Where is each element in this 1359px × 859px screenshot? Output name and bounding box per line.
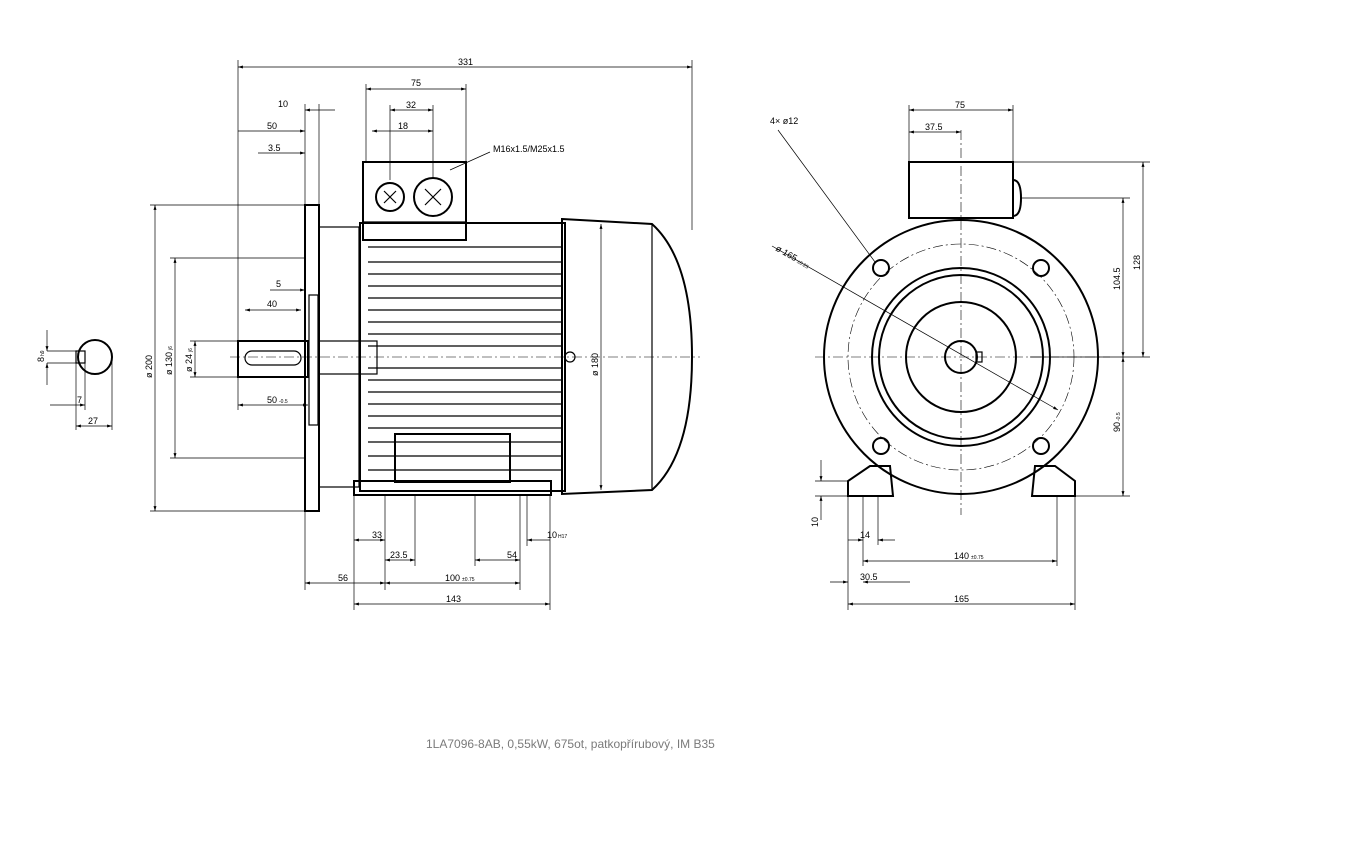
dim-spigot-dia: ø 130j6: [164, 346, 174, 375]
front-terminal-box: [908, 161, 1014, 219]
front-shaft: [944, 340, 978, 374]
dim-shaft-length: 50: [267, 121, 277, 131]
dim-foot-b2: 23.5: [390, 550, 408, 560]
dim-shaft-shoulder: 10: [278, 99, 288, 109]
dim-100: 100±0.75: [445, 573, 475, 583]
dim-pcd: ø 165±0.25: [774, 243, 812, 271]
dim-key-length: 40: [267, 299, 277, 309]
dim-foot-thickness: 10: [810, 517, 820, 527]
dim-height-axis: 104.5: [1112, 267, 1122, 290]
dim-shaft-height: 90-0.5: [1112, 412, 1122, 432]
dim-gland-spacing: 32: [406, 100, 416, 110]
drawing-caption: 1LA7096-8AB, 0,55kW, 675ot, patkopřírubo…: [426, 737, 715, 751]
fan-cover: [561, 217, 694, 496]
shaft: [237, 340, 309, 378]
dim-shaft-end: 50-0.5: [267, 395, 288, 405]
dim-spigot: 5: [276, 279, 281, 289]
bolt-holes-label: 4× ø12: [770, 116, 798, 126]
dim-frame-dia: ø 180: [590, 353, 600, 376]
dim-key-width: 8h9: [36, 350, 46, 362]
dim-143: 143: [446, 594, 461, 604]
dim-front-box-half: 37.5: [925, 122, 943, 132]
dim-foot-b3: 54: [507, 550, 517, 560]
dim-front-box-width: 75: [955, 100, 965, 110]
dim-foot-edge: 30.5: [860, 572, 878, 582]
dim-foot-slot: 14: [860, 530, 870, 540]
dim-foot-hole: 10H17: [547, 530, 567, 540]
cable-gland-small: [375, 182, 405, 212]
dim-key-depth: 7: [77, 395, 82, 405]
dim-gland-offset: 18: [398, 121, 408, 131]
dim-shaft-key-height: 27: [88, 416, 98, 426]
gland-thread-label: M16x1.5/M25x1.5: [493, 144, 565, 154]
dim-flange-dia: ø 200: [144, 355, 154, 378]
dim-foot-width: 165: [954, 594, 969, 604]
cooling-fins: [368, 246, 562, 471]
front-foot-right: [1030, 465, 1076, 497]
dim-foot-b1: 33: [372, 530, 382, 540]
key-section: 8h9 7 27: [36, 330, 113, 430]
front-foot-left: [847, 465, 895, 497]
dim-shaft-dia: ø 24j6: [184, 348, 194, 372]
dim-overall-length: 331: [458, 57, 473, 67]
dim-terminal-box: 75: [411, 78, 421, 88]
dim-height-total: 128: [1132, 255, 1142, 270]
terminal-box: [362, 161, 467, 241]
foot: [353, 480, 552, 496]
dim-56: 56: [338, 573, 348, 583]
side-view: 331 75 32 18 M16x1.5/M25x1.5 10 50 3.5 5…: [144, 57, 700, 610]
dim-foot-span: 140±0.75: [954, 551, 984, 561]
dim-flange-thickness: 3.5: [268, 143, 281, 153]
stator-housing: [359, 222, 566, 492]
bolt-holes: [872, 259, 1050, 455]
front-view: 75 37.5 4× ø12 ø 165±0.25 128 104.5 90-0…: [770, 100, 1150, 610]
